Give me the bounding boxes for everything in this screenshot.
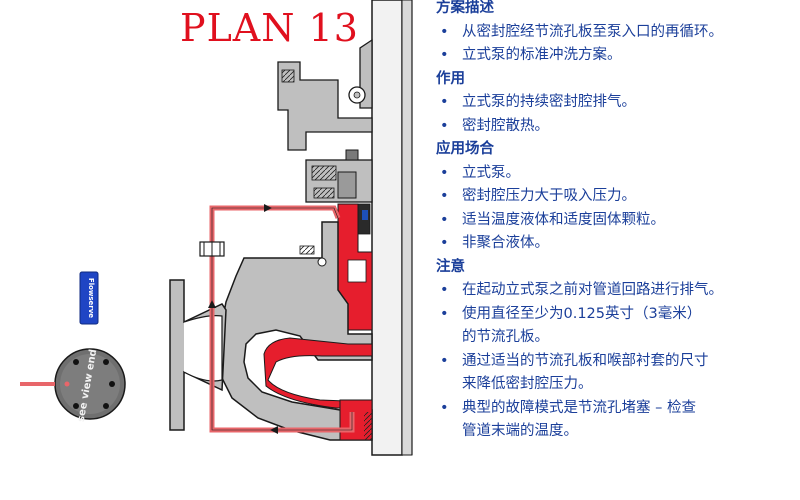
section-heading: 方案描述 bbox=[436, 0, 494, 16]
note-item: • 从密封腔经节流孔板至泵入口的再循环。 bbox=[436, 21, 796, 45]
note-line: 来降低密封腔压力。 bbox=[462, 376, 593, 392]
note-line: 立式泵。 bbox=[462, 164, 520, 181]
orifice-plate-end-view: see view end bbox=[54, 348, 126, 423]
note-item: • 使用直径至少为0.125英寸（3毫米） 的节流孔板。 bbox=[436, 303, 796, 350]
bullet-icon: • bbox=[440, 188, 449, 204]
flush-line bbox=[209, 205, 355, 433]
bullet-icon: • bbox=[440, 399, 449, 416]
plan-title: PLAN 13 bbox=[180, 6, 359, 50]
suction-flange bbox=[169, 279, 227, 431]
section-heading: 注意 bbox=[436, 258, 465, 275]
note-line: 使用直径至少为0.125英寸（3毫米） bbox=[462, 305, 702, 322]
bullet-icon: • bbox=[440, 94, 449, 110]
note-line: 密封腔压力大于吸入压力。 bbox=[462, 188, 636, 204]
note-item: • 立式泵。 bbox=[436, 162, 796, 186]
note-line: 典型的故障模式是节流孔堵塞 – 检查 bbox=[462, 399, 696, 416]
bullet-icon: • bbox=[440, 47, 449, 63]
orifice-tag: Flowserve bbox=[79, 271, 99, 325]
bullet-icon: • bbox=[440, 352, 449, 369]
pump-shaft bbox=[371, 0, 413, 456]
orifice-union bbox=[199, 241, 225, 257]
note-item: • 适当温度液体和适度固体颗粒。 bbox=[436, 209, 796, 233]
bullet-icon: • bbox=[440, 282, 449, 298]
note-item: • 通过适当的节流孔板和喉部衬套的尺寸来降低密封腔压力。 bbox=[436, 350, 796, 397]
bullet-icon: • bbox=[440, 23, 449, 40]
bullet-icon: • bbox=[440, 211, 449, 228]
note-item: • 立式泵的标准冲洗方案。 bbox=[436, 44, 796, 68]
bullet-icon: • bbox=[440, 117, 449, 134]
impeller bbox=[263, 337, 373, 441]
note-item: • 密封腔压力大于吸入压力。 bbox=[436, 185, 796, 209]
note-line: 非聚合液体。 bbox=[462, 235, 549, 251]
note-line: 在起动立式泵之前对管道回路进行排气。 bbox=[462, 282, 723, 298]
tag-label: Flowserve bbox=[87, 278, 95, 318]
plan-notes: 方案描述 • 从密封腔经节流孔板至泵入口的再循环。 • 立式泵的标准冲洗方案。作用 • 立式… bbox=[436, 0, 796, 444]
note-line: 适当温度液体和适度固体颗粒。 bbox=[462, 211, 665, 228]
note-line: 通过适当的节流孔板和喉部衬套的尺寸 bbox=[462, 352, 709, 369]
plan13-seal-diagram: Flowserve see view end bbox=[20, 0, 413, 456]
bullet-icon: • bbox=[440, 235, 449, 251]
note-line: 立式泵的持续密封腔排气。 bbox=[462, 94, 636, 110]
flow-arrows bbox=[208, 204, 278, 434]
pump-casing bbox=[219, 221, 373, 441]
bearing-housing bbox=[277, 38, 373, 151]
note-line: 的节流孔板。 bbox=[462, 329, 549, 345]
section-heading: 作用 bbox=[436, 70, 465, 87]
note-item: • 密封腔散热。 bbox=[436, 115, 796, 139]
note-line: 从密封腔经节流孔板至泵入口的再循环。 bbox=[462, 23, 723, 40]
note-item: • 非聚合液体。 bbox=[436, 232, 796, 256]
note-line: 密封腔散热。 bbox=[462, 117, 549, 134]
note-line: 管道末端的温度。 bbox=[462, 423, 578, 439]
bullet-icon: • bbox=[440, 164, 449, 181]
bullet-icon: • bbox=[440, 305, 449, 322]
note-item: • 立式泵的持续密封腔排气。 bbox=[436, 91, 796, 115]
section-heading: 应用场合 bbox=[436, 141, 494, 157]
note-item: • 典型的故障模式是节流孔堵塞 – 检查管道末端的温度。 bbox=[436, 397, 796, 444]
note-item: • 在起动立式泵之前对管道回路进行排气。 bbox=[436, 279, 796, 303]
note-line: 立式泵的标准冲洗方案。 bbox=[462, 47, 622, 63]
